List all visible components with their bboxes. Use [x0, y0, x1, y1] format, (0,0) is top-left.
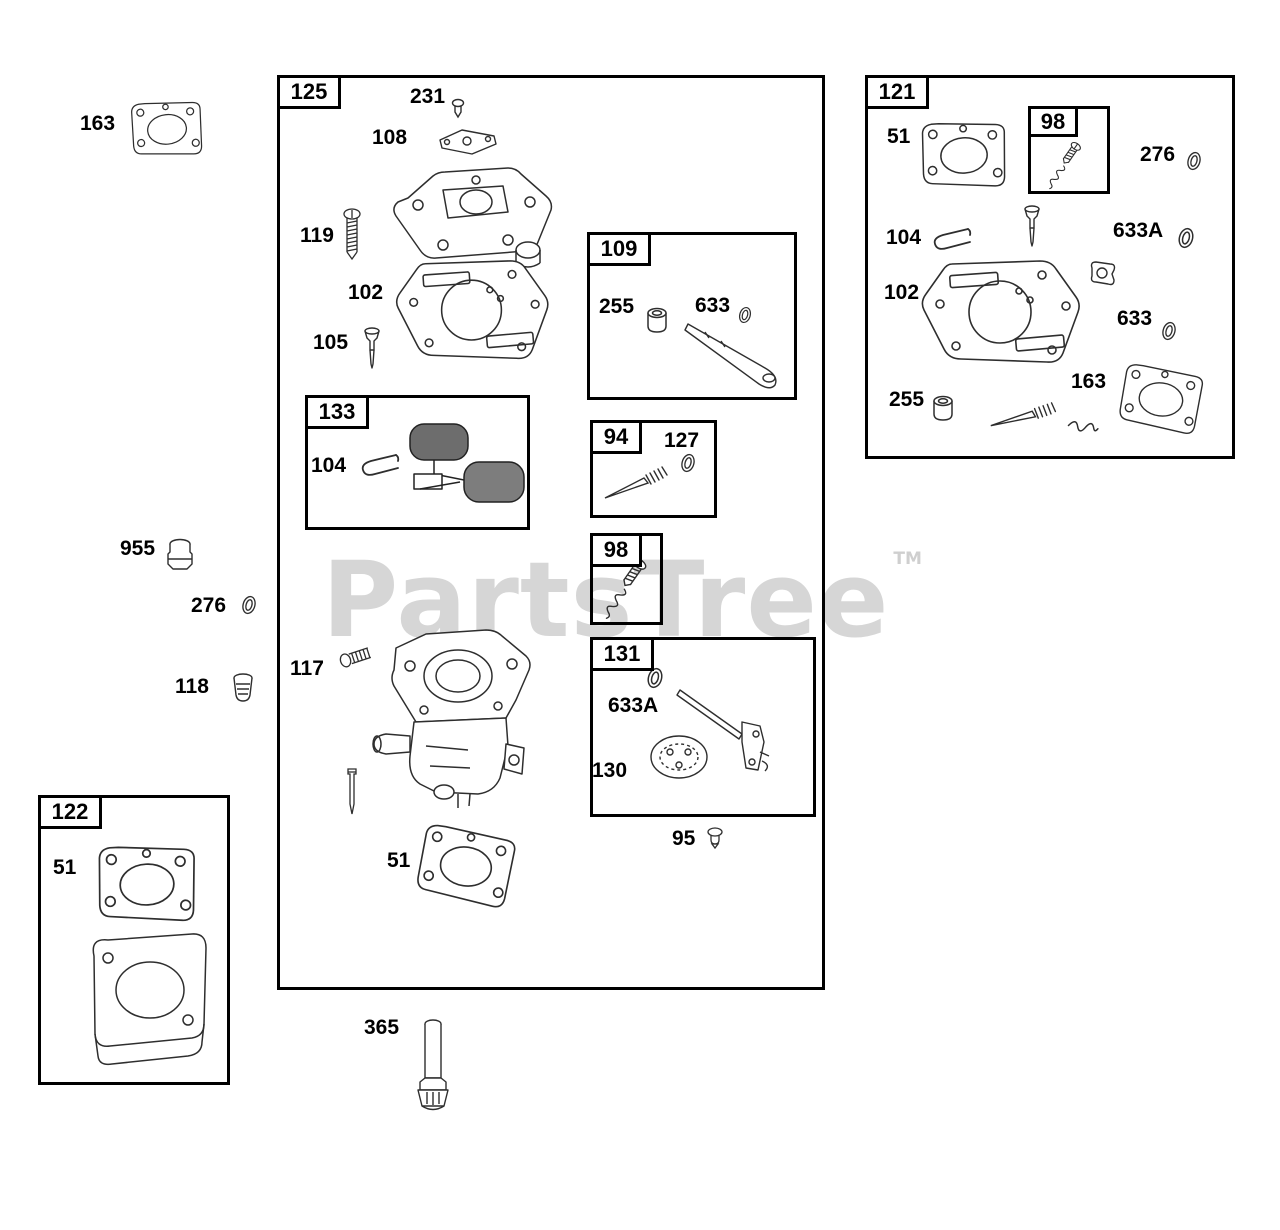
- callout-102-121: 102: [884, 281, 920, 304]
- group-box-131: [590, 637, 816, 817]
- callout-365: 365: [364, 1016, 400, 1039]
- callout-118: 118: [175, 675, 209, 698]
- gasket-102-121-drawing: [918, 258, 1083, 370]
- callout-633-121: 633: [1117, 307, 1153, 330]
- oring-633a-121-drawing: [1176, 224, 1196, 252]
- clamp-121-drawing: [1090, 261, 1116, 286]
- gasket-51-drawing: [404, 813, 528, 920]
- rivet-95-drawing: [707, 827, 723, 850]
- callout-955: 955: [120, 537, 156, 560]
- carb-upper-body-drawing: [393, 167, 553, 268]
- carb-body-drawing: [372, 629, 531, 808]
- group-label-121: 121: [865, 75, 929, 109]
- group-label-122: 122: [38, 795, 102, 829]
- group-box-94: [590, 420, 717, 518]
- group-label-98-121: 98: [1028, 106, 1078, 137]
- clip-104-drawing: [358, 450, 400, 480]
- callout-633a-121: 633A: [1113, 219, 1164, 242]
- spacer-122-drawing: [92, 933, 207, 1066]
- oring-633-121-drawing: [1160, 318, 1178, 344]
- cover-plate-108-drawing: [439, 129, 497, 155]
- oring-276-drawing: [240, 592, 258, 618]
- fitting-955-drawing: [167, 538, 193, 570]
- screw-117-drawing: [339, 647, 372, 668]
- callout-255-121: 255: [889, 388, 925, 411]
- callout-51-125: 51: [387, 849, 411, 872]
- callout-104: 104: [311, 454, 347, 477]
- group-box-133: [305, 395, 530, 530]
- callout-163-121: 163: [1071, 370, 1107, 393]
- choke-control-133-drawing: [409, 423, 525, 503]
- callout-102: 102: [348, 281, 384, 304]
- gasket-51-121-drawing: [910, 111, 1017, 200]
- callout-255: 255: [599, 295, 635, 318]
- clip-104-121-drawing: [930, 224, 972, 254]
- needle-valve-105-drawing: [362, 326, 382, 370]
- callout-633: 633: [695, 294, 731, 317]
- gasket-102-drawing: [392, 258, 552, 366]
- needle-valve-121-drawing: [1022, 204, 1042, 248]
- callout-276-121: 276: [1140, 143, 1176, 166]
- gasket-163-drawing: [120, 92, 214, 167]
- group-label-109: 109: [587, 232, 651, 266]
- callout-108: 108: [372, 126, 408, 149]
- needle-94-drawing: [602, 458, 668, 502]
- group-label-98: 98: [590, 533, 642, 567]
- group-label-125: 125: [277, 75, 341, 109]
- screw-231-drawing: [451, 98, 465, 119]
- callout-127: 127: [664, 429, 700, 452]
- callout-163: 163: [80, 112, 116, 135]
- plug-118-drawing: [233, 673, 253, 702]
- group-box-122: [38, 795, 230, 1085]
- callout-105: 105: [313, 331, 349, 354]
- watermark-tm: TM: [893, 549, 922, 569]
- gasket-51-122-drawing: [86, 835, 209, 933]
- oring-276-121-drawing: [1185, 148, 1203, 174]
- throttle-shaft-633-drawing: [684, 323, 777, 389]
- oring-127-drawing: [679, 450, 697, 476]
- float-pin-drawing: [347, 768, 357, 815]
- callout-231: 231: [410, 85, 446, 108]
- disc-130-drawing: [650, 735, 708, 779]
- callout-117: 117: [290, 657, 324, 680]
- callout-276: 276: [191, 594, 227, 617]
- bushing-255-121-drawing: [930, 394, 956, 422]
- group-label-94: 94: [590, 420, 642, 454]
- group-box-125: [277, 75, 825, 990]
- needle-121-drawing: [987, 386, 1058, 439]
- callout-633a: 633A: [608, 694, 659, 717]
- callout-51-121: 51: [887, 125, 911, 148]
- choke-shaft-131-drawing: [676, 689, 770, 772]
- group-box-109: [587, 232, 797, 400]
- bushing-255-drawing: [644, 306, 670, 334]
- screw-spring-98-121-drawing: [1036, 140, 1094, 190]
- group-label-133: 133: [305, 395, 369, 429]
- callout-130: 130: [592, 759, 628, 782]
- bolt-365-drawing: [417, 1019, 449, 1111]
- gasket-163-121-drawing: [1104, 356, 1218, 442]
- callout-51-122: 51: [53, 856, 77, 879]
- group-box-121: [865, 75, 1235, 459]
- callout-95: 95: [672, 827, 696, 850]
- screw-119-drawing: [343, 208, 361, 261]
- callout-119: 119: [300, 224, 334, 247]
- callout-104-121: 104: [886, 226, 922, 249]
- group-label-131: 131: [590, 637, 654, 671]
